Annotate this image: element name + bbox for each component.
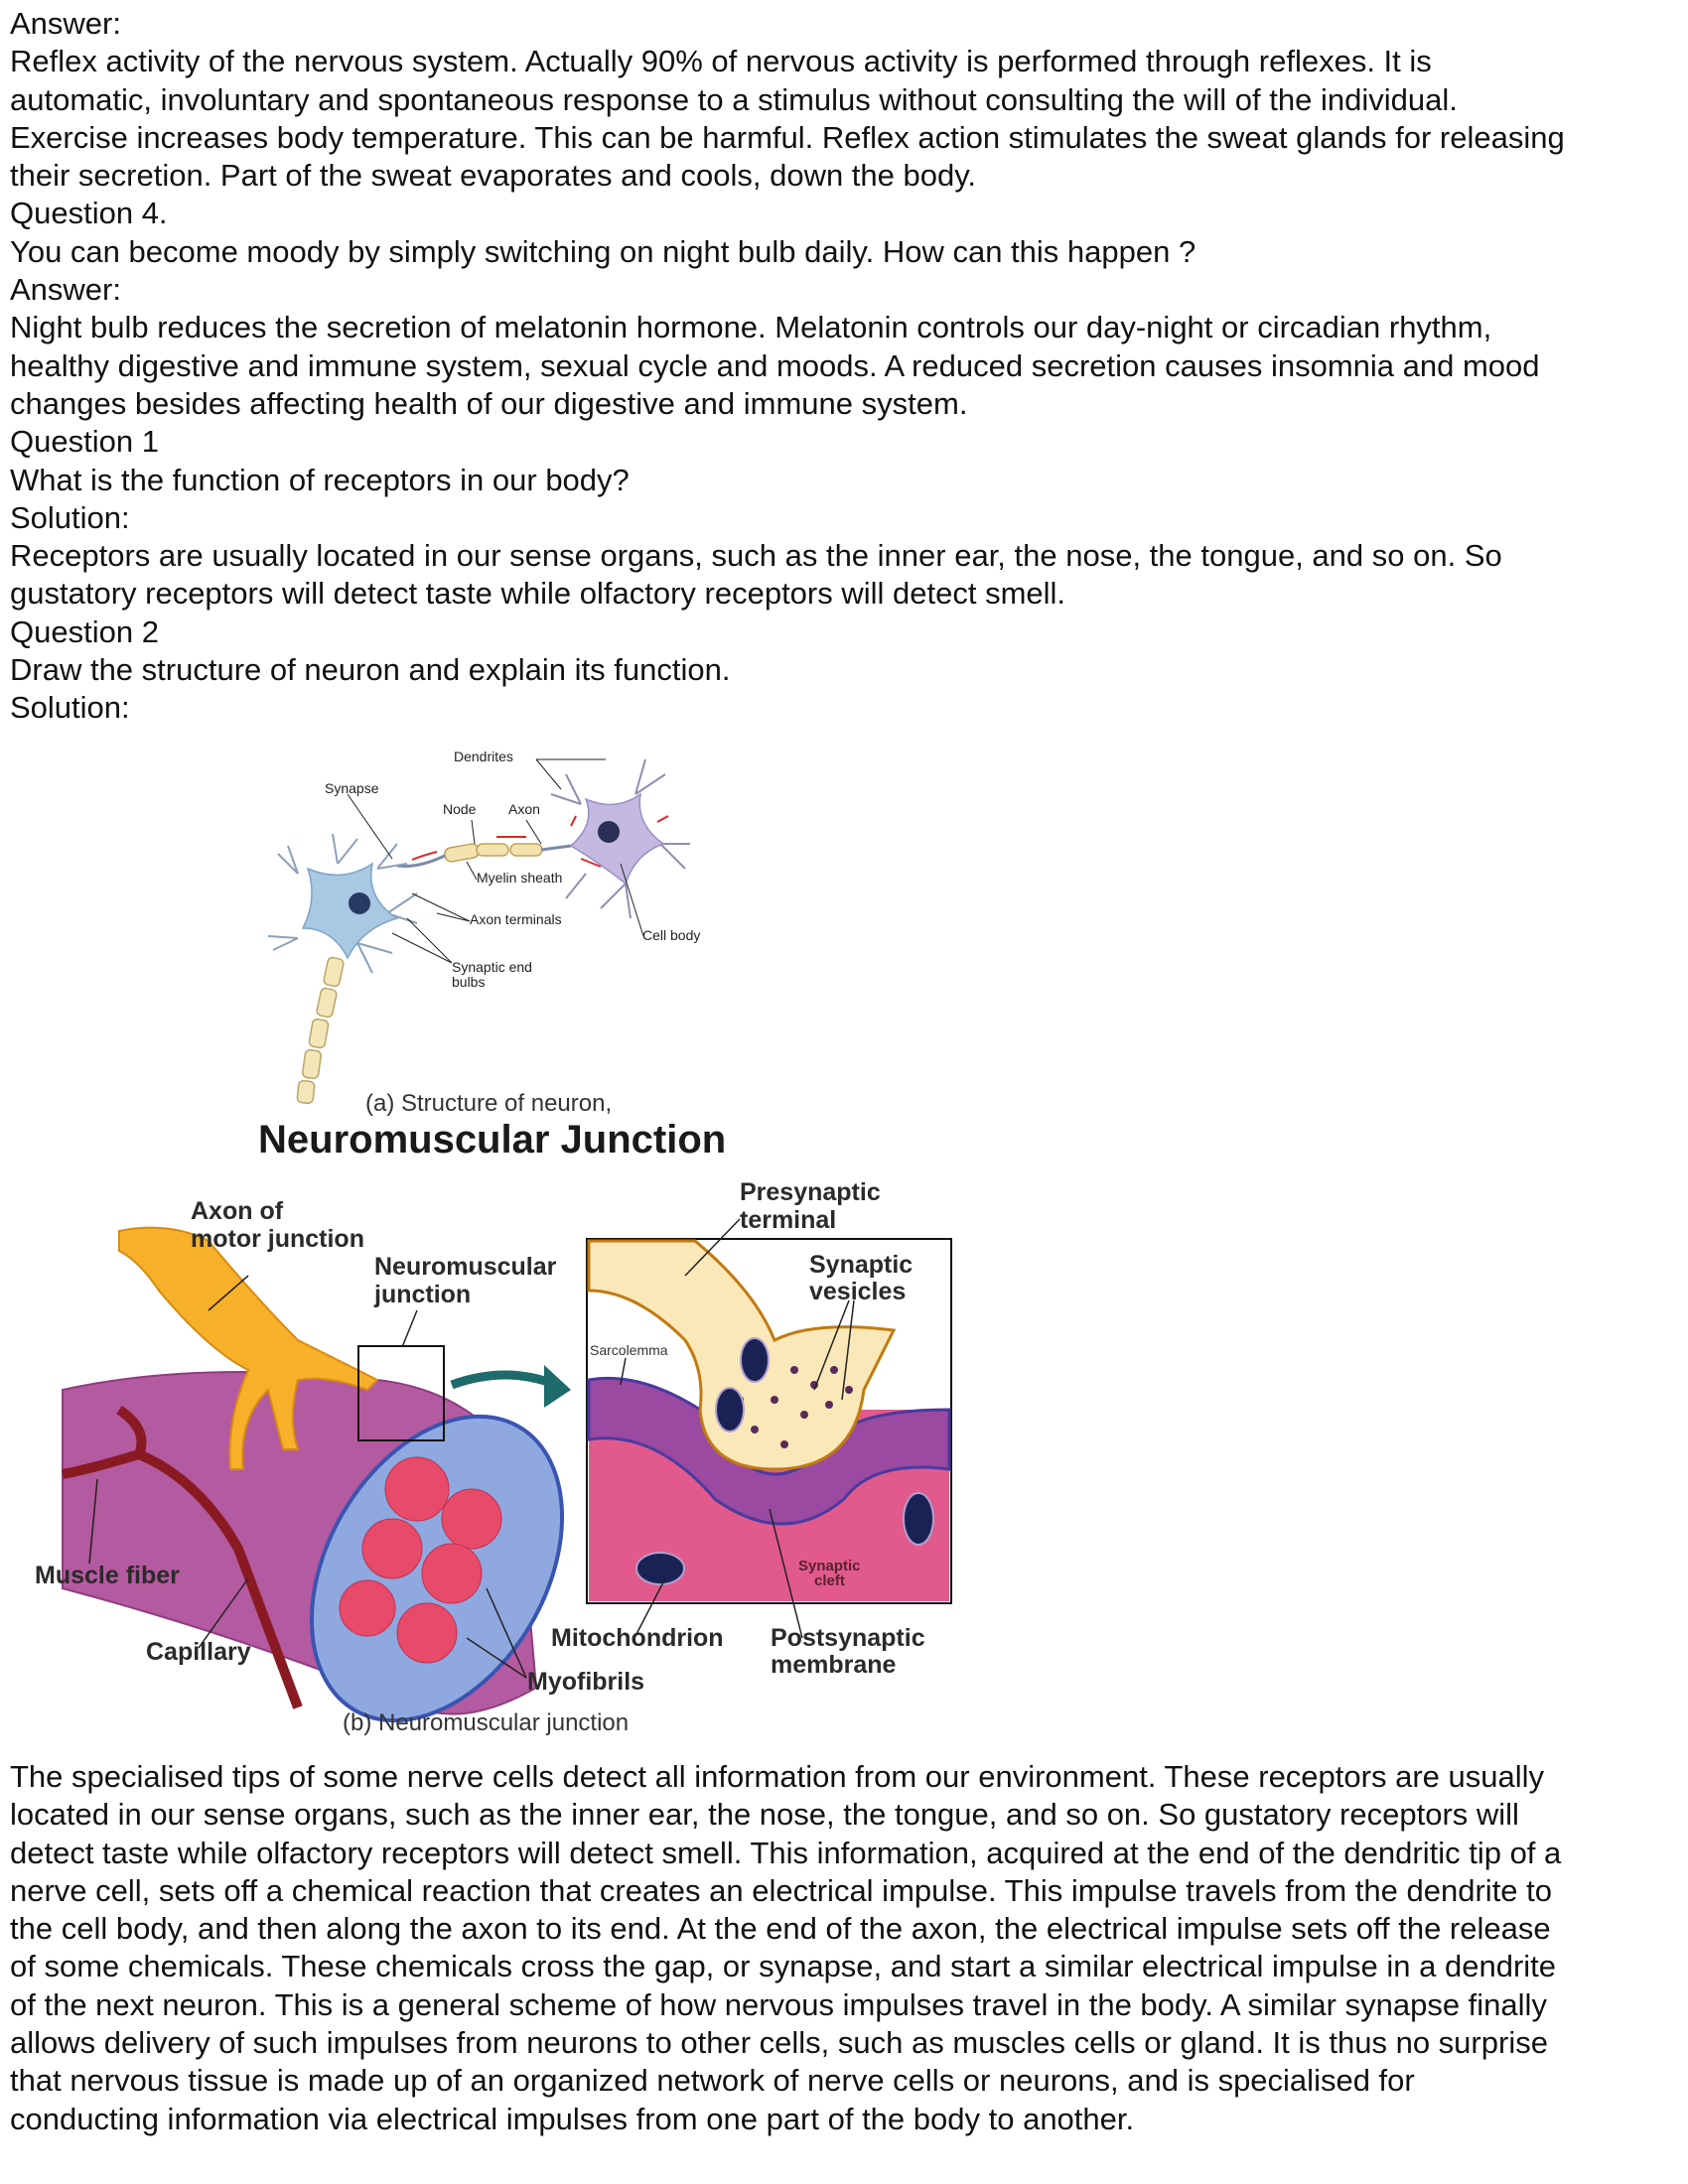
label-presynaptic: Presynaptic [740, 1178, 881, 1206]
label-mitochondrion: Mitochondrion [551, 1624, 724, 1652]
text-line: Exercise increases body temperature. Thi… [10, 119, 1565, 155]
label-cell-body: Cell body [642, 927, 701, 943]
text-line: of the next neuron. This is a general sc… [10, 1986, 1547, 2022]
text-line: of some chemicals. These chemicals cross… [10, 1949, 1557, 1984]
label-node: Node [443, 801, 477, 817]
text-line: nerve cell, sets off a chemical reaction… [10, 1872, 1553, 1908]
label-vesicles: vesicles [809, 1278, 907, 1305]
text-line: conducting information via electrical im… [10, 2101, 1135, 2136]
label-axon: Axon [508, 801, 540, 817]
label-synaptic-bulbs: bulbs [452, 974, 486, 990]
text-line: Draw the structure of neuron and explain… [10, 652, 731, 688]
text-line: the cell body, and then along the axon t… [10, 1911, 1551, 1947]
label-axon-of: Axon of [191, 1197, 284, 1225]
label-synapse: Synapse [325, 780, 379, 796]
text-line: allows delivery of such impulses from ne… [10, 2025, 1548, 2061]
text-line: that nervous tissue is made up of an org… [10, 2063, 1415, 2099]
label-muscle-fiber: Muscle fiber [35, 1562, 180, 1589]
label-motor-junction: motor junction [191, 1225, 364, 1253]
text-line: Question 2 [10, 614, 159, 649]
text-line: Answer: [10, 6, 121, 41]
nmj-caption: (b) Neuromuscular junction [343, 1709, 630, 1736]
blue-neuron [267, 833, 418, 974]
bottom-text: The specialised tips of some nerve cells… [10, 1758, 1561, 2138]
label-nmj: Neuromuscular [374, 1253, 557, 1281]
text-line: Night bulb reduces the secretion of mela… [10, 310, 1492, 345]
text-line: Question 1 [10, 424, 159, 460]
label-membrane: membrane [771, 1651, 897, 1679]
nmj-title: Neuromuscular Junction [258, 1118, 727, 1161]
label-myofibrils: Myofibrils [527, 1668, 645, 1696]
label-cleft: cleft [814, 1572, 845, 1589]
label-nmj-junction: junction [374, 1281, 472, 1308]
text-line: gustatory receptors will detect taste wh… [10, 576, 1066, 612]
label-axon-terminals: Axon terminals [470, 911, 562, 927]
text-line: Reflex activity of the nervous system. A… [10, 44, 1432, 79]
label-dendrites: Dendrites [454, 749, 513, 764]
neuromuscular-illustration [62, 1218, 952, 1723]
neuron-illustration [267, 758, 690, 1105]
text-line: Question 4. [10, 196, 168, 231]
text-line: You can become moody by simply switching… [10, 233, 1196, 269]
text-line: located in our sense organs, such as the… [10, 1797, 1519, 1833]
label-capillary: Capillary [146, 1638, 251, 1666]
label-sarcolemma: Sarcolemma [590, 1342, 668, 1358]
neuron-caption: (a) Structure of neuron, [365, 1090, 613, 1117]
text-line: detect taste while olfactory receptors w… [10, 1835, 1562, 1870]
text-line: Solution: [10, 690, 130, 726]
top-text: Answer:Reflex activity of the nervous sy… [10, 5, 1565, 728]
text-line: What is the function of receptors in our… [10, 462, 630, 497]
text-line: The specialised tips of some nerve cells… [10, 1759, 1544, 1794]
text-line: changes besides affecting health of our … [10, 385, 968, 421]
text-line: Receptors are usually located in our sen… [10, 538, 1502, 574]
text-line: their secretion. Part of the sweat evapo… [10, 158, 977, 194]
text-line: Solution: [10, 499, 130, 535]
label-postsynaptic: Postsynaptic [771, 1624, 925, 1652]
label-synaptic-cleft: Synaptic [798, 1558, 861, 1574]
text-line: Answer: [10, 272, 121, 308]
label-synaptic-vesicles: Synaptic [809, 1251, 914, 1279]
text-line: healthy digestive and immune system, sex… [10, 347, 1540, 383]
label-myelin-sheath: Myelin sheath [477, 870, 563, 886]
text-line: automatic, involuntary and spontaneous r… [10, 81, 1458, 117]
label-synaptic-end: Synaptic end [452, 959, 532, 975]
label-terminal: terminal [740, 1206, 837, 1234]
